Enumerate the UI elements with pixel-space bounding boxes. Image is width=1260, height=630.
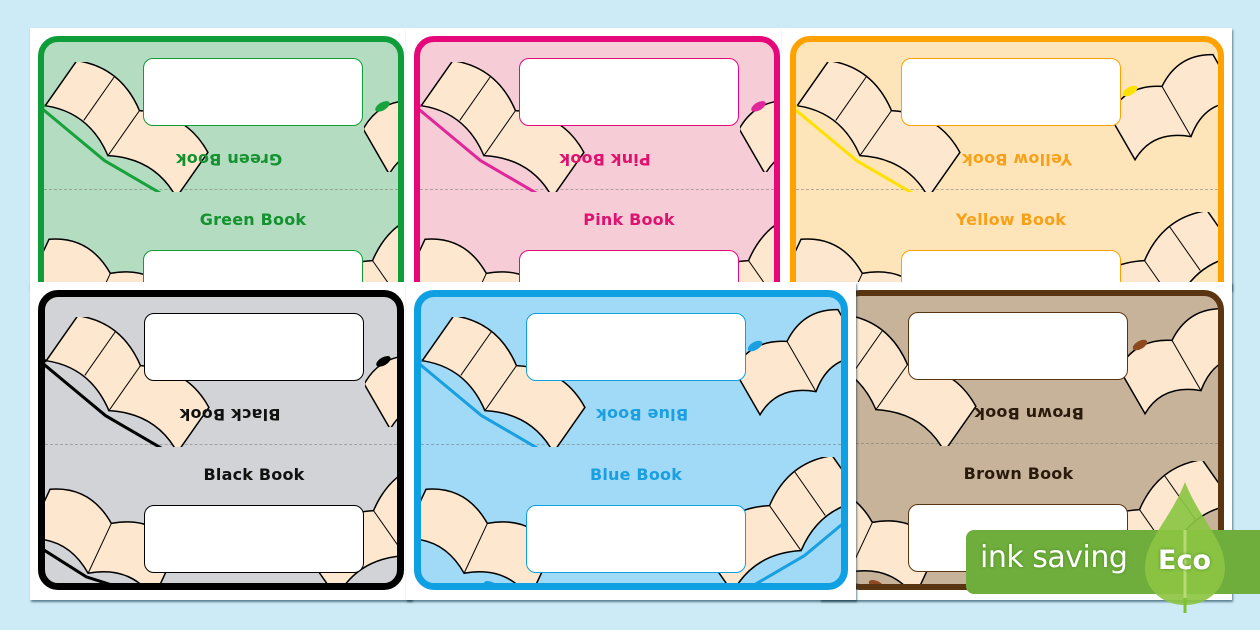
eco-badge-text: ink saving [980,540,1128,575]
card-title: Blue Book [589,465,683,484]
card-title-flipped: Pink Book [559,150,651,169]
label-box-top[interactable] [519,58,739,126]
card-title: Pink Book [583,210,675,229]
card-title: Green Book [199,210,307,229]
fold-line [420,189,774,190]
book-icon [365,354,397,427]
book-icon [45,317,210,447]
card-green: Green Book Green Book [30,28,412,290]
label-box-top[interactable] [908,312,1128,380]
book-icon [421,317,586,447]
book-icon [420,238,553,290]
fold-line [421,444,841,445]
card-pink: Pink Book Pink Book [406,28,788,290]
label-box-top[interactable] [526,313,746,381]
card-frame: Pink Book Pink Book [414,36,780,290]
book-icon [796,238,929,290]
book-icon [733,308,841,417]
fold-line [44,189,398,190]
card-title-flipped: Brown Book [974,404,1084,423]
card-frame: Black Book Black Book [38,290,404,590]
card-title-flipped: Yellow Book [961,150,1073,169]
card-title-flipped: Green Book [175,150,283,169]
card-frame: Green Book Green Book [38,36,404,290]
book-icon [45,488,178,583]
label-box-bottom[interactable] [144,505,364,573]
book-icon [44,238,177,290]
book-icon [420,62,585,192]
book-icon [796,62,961,192]
card-frame: Blue Book Blue Book [414,290,848,590]
card-frame: Yellow Book Yellow Book [790,36,1224,290]
book-icon [1108,53,1218,162]
card-title-flipped: Blue Book [595,405,689,424]
label-box-top[interactable] [144,313,364,381]
fold-line [846,443,1218,444]
card-yellow: Yellow Book Yellow Book [782,28,1232,290]
fold-line [45,444,397,445]
leaf-drop-icon [1145,482,1225,613]
book-icon [421,488,554,583]
card-title-flipped: Black Book [179,405,281,424]
book-icon [740,99,774,172]
card-black: Black Book Black Book [30,282,412,600]
book-icon [1118,307,1218,416]
book-icon [44,62,209,192]
book-icon [364,99,398,172]
card-title: Brown Book [963,464,1074,483]
card-title: Black Book [203,465,305,484]
eco-badge-word: Eco [1158,545,1211,576]
fold-line [796,189,1218,190]
label-box-top[interactable] [901,58,1121,126]
card-blue: Blue Book Blue Book [406,282,856,600]
card-title: Yellow Book [955,210,1067,229]
label-box-bottom[interactable] [526,505,746,573]
label-box-top[interactable] [143,58,363,126]
